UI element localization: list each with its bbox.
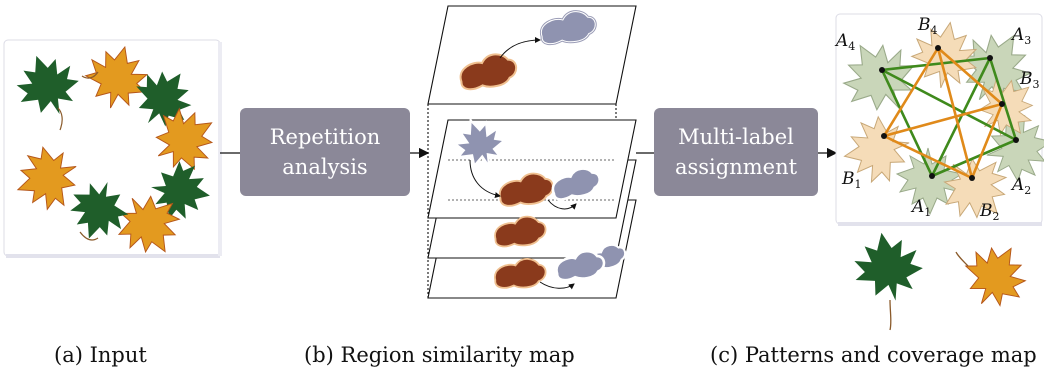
- caption-patterns: (c) Patterns and coverage map: [710, 343, 1037, 367]
- caption-input: (a) Input: [54, 343, 147, 367]
- node-label-b1: B1: [841, 169, 862, 191]
- region-leaves: [446, 5, 630, 292]
- node-label-b2: B2: [979, 201, 1000, 223]
- plane-top: [427, 5, 637, 105]
- multilabel-line-1: Multi-label: [678, 125, 794, 149]
- node-label-a3: A3: [1010, 25, 1031, 47]
- node-label-a1: A1: [910, 197, 931, 219]
- node-label-b4: B4: [917, 15, 938, 37]
- multilabel-assignment-box: Multi-label assignment: [654, 108, 818, 196]
- pattern-orange-leaf-icon: [952, 232, 1039, 319]
- node-label-b3: B3: [1019, 69, 1040, 91]
- node-label-a4: A4: [834, 31, 855, 53]
- coverage-panel: A4 B4 A3 B3 A2 B2 A1 B1: [829, 13, 1044, 236]
- pattern-green-leaf-icon: [848, 226, 928, 307]
- node-label-a2: A2: [1010, 175, 1031, 197]
- repetition-analysis-box: Repetition analysis: [240, 108, 410, 196]
- caption-similarity: (b) Region similarity map: [304, 343, 575, 367]
- repetition-line-2: analysis: [282, 155, 368, 179]
- multilabel-line-2: assignment: [674, 155, 798, 179]
- input-panel: [3, 38, 228, 268]
- node-dots: [879, 45, 1019, 181]
- repetition-line-1: Repetition: [269, 125, 381, 149]
